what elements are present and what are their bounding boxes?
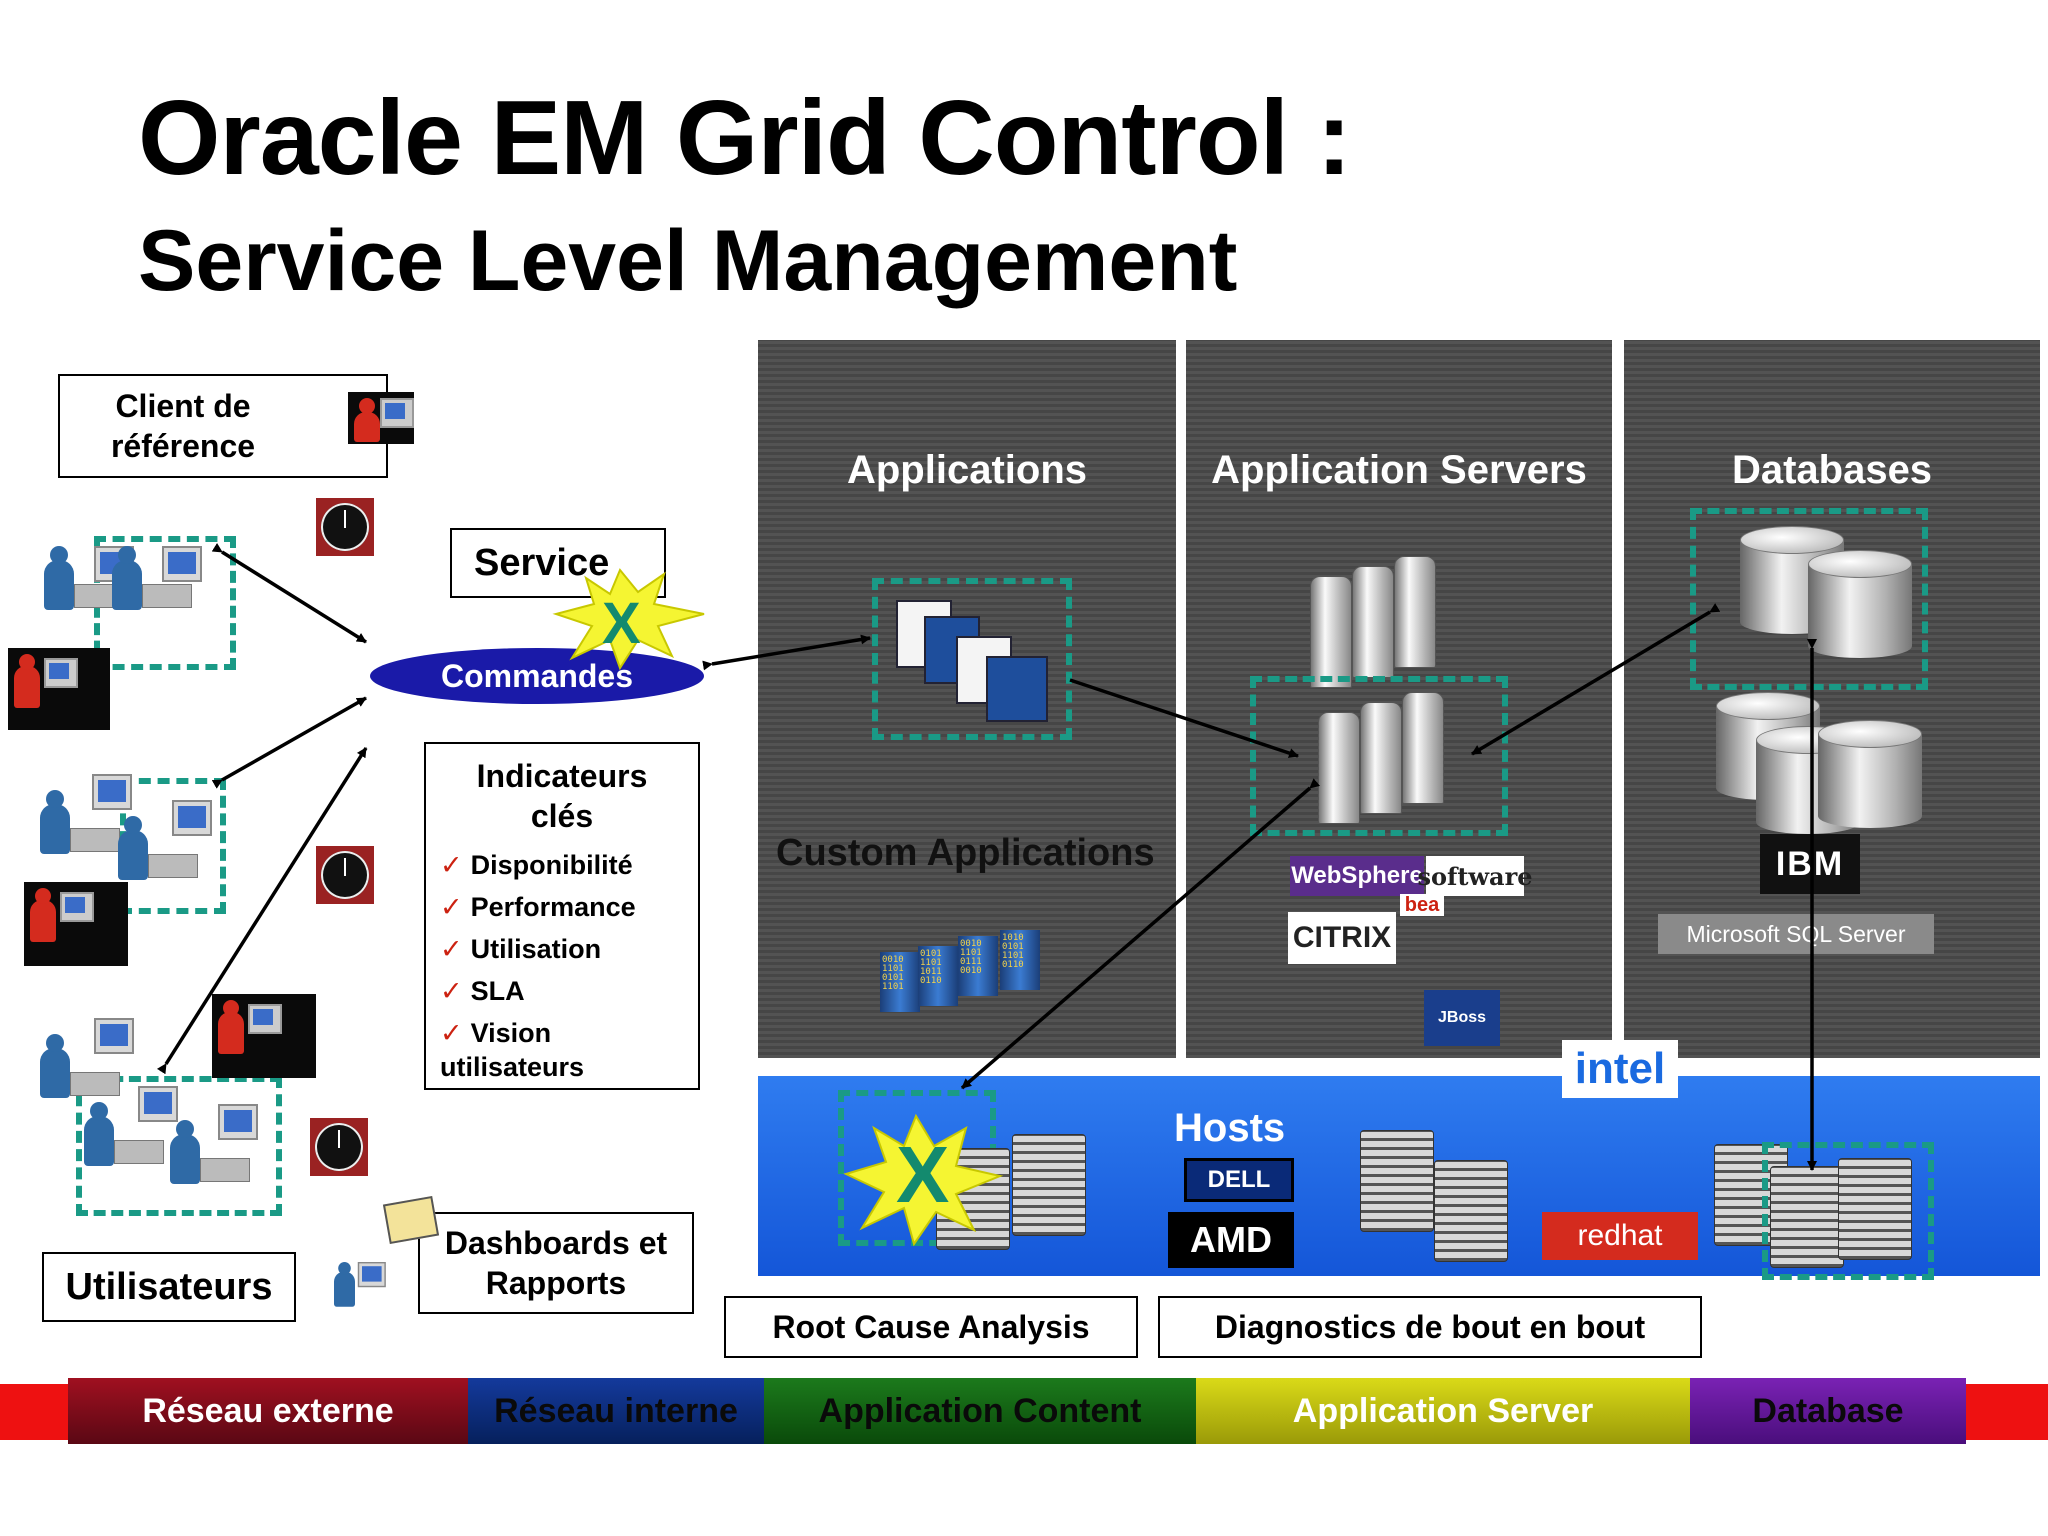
user-computer-icon: [84, 1086, 194, 1196]
arrow-connector: [960, 778, 1321, 1090]
binary-code-icon: 0010 1101 0101 1101: [880, 952, 920, 1012]
hosts-dashed-group-right: [1762, 1142, 1934, 1280]
kpi-item: ✓Performance: [440, 892, 636, 922]
user-computer-icon: [112, 546, 202, 616]
page-title: Oracle EM Grid Control :: [138, 79, 1352, 197]
software-logo: software: [1417, 856, 1533, 896]
kpi-item: ✓SLA: [440, 976, 525, 1006]
user-computer-icon: [40, 1018, 150, 1128]
rack-server-icon: [1012, 1134, 1086, 1236]
commandes-service-pill: Commandes: [370, 648, 704, 704]
report-document-icon: [986, 656, 1048, 722]
bar-segment-application-content: Application Content: [764, 1378, 1196, 1444]
bar-segment-application-server: Application Server: [1196, 1378, 1690, 1444]
check-icon: ✓: [440, 934, 463, 964]
bea-logo: bea: [1400, 894, 1444, 916]
app-servers-dashed-group: [1250, 676, 1508, 836]
clock-icon: [310, 1118, 368, 1176]
jboss-logo: JBoss: [1424, 990, 1500, 1046]
redhat-logo: redhat: [1542, 1212, 1698, 1260]
page-subtitle: Service Level Management: [138, 213, 1238, 309]
hosts-title: Hosts: [1174, 1106, 1286, 1150]
user-computer-icon: [40, 774, 140, 874]
arrow-connector: [156, 747, 368, 1075]
check-icon: ✓: [440, 976, 463, 1006]
server-tower-icon: [1318, 712, 1360, 824]
kpi-item: ✓Utilisation: [440, 934, 602, 964]
applications-title: Applications: [846, 448, 1088, 492]
dashboards-box: Dashboards et Rapports: [418, 1212, 694, 1314]
server-tower-icon: [1310, 576, 1352, 688]
failure-x-marker: X: [896, 1130, 950, 1219]
check-icon: ✓: [440, 850, 463, 880]
server-tower-icon: [1394, 556, 1436, 668]
kpi-item: ✓Vision utilisateurs: [440, 1018, 585, 1082]
diagnostics-box: Diagnostics de bout en bout: [1158, 1296, 1702, 1358]
kpi-title: Indicateurs clés: [476, 758, 648, 834]
monitored-user-icon: [24, 882, 128, 966]
failure-burst-icon: [843, 1113, 1004, 1247]
bar-segment-external-network: Réseau externe: [68, 1378, 468, 1444]
arrow-connector: [702, 634, 871, 671]
database-cylinder-icon: [1808, 550, 1912, 670]
reference-client-box: Client de référence: [58, 374, 388, 478]
user-group-dashed: [76, 1076, 282, 1216]
user-computer-icon: [334, 1262, 386, 1307]
app-servers-title: Application Servers: [1211, 448, 1587, 492]
arrow-connector: [211, 696, 367, 789]
root-cause-analysis-box: Root Cause Analysis: [724, 1296, 1138, 1358]
arrow-connector: [1471, 603, 1721, 756]
arrow-connector: [1069, 678, 1299, 758]
reference-client-icon: [348, 392, 414, 444]
server-tower-icon: [1360, 702, 1402, 814]
rack-server-icon: [1360, 1130, 1434, 1232]
user-computer-icon: [170, 1104, 280, 1204]
binary-code-icon: 0101 1101 1011 0110: [918, 946, 958, 1006]
commandes-label: Commandes: [440, 657, 634, 694]
rack-server-icon: [1838, 1158, 1912, 1260]
arrow-connector: [211, 542, 367, 644]
check-icon: ✓: [440, 1018, 463, 1048]
database-cylinder-icon: [1818, 720, 1922, 840]
check-icon: ✓: [440, 892, 463, 922]
dell-logo: DELL: [1184, 1158, 1294, 1202]
applications-dashed-group: [872, 578, 1072, 740]
databases-title: Databases: [1731, 448, 1933, 492]
server-tower-icon: [1352, 566, 1394, 678]
kpi-list: ✓Disponibilité ✓Performance ✓Utilisation…: [440, 844, 684, 1084]
bar-segment-database: Database: [1690, 1378, 1966, 1444]
failure-burst-icon: [552, 568, 705, 671]
mssql-logo: Microsoft SQL Server: [1658, 914, 1934, 954]
failure-x-marker: X: [602, 591, 641, 656]
users-box: Utilisateurs: [42, 1252, 296, 1322]
kpi-box: Indicateurs clés ✓Disponibilité ✓Perform…: [424, 742, 700, 1090]
bar-segment-internal-network: Réseau interne: [468, 1378, 764, 1444]
server-tower-icon: [1402, 692, 1444, 804]
kpi-item: ✓Disponibilité: [440, 850, 633, 880]
rack-server-icon: [1434, 1160, 1508, 1262]
monitored-user-icon: [8, 648, 110, 730]
amd-logo: AMD: [1168, 1212, 1294, 1268]
intel-logo: intel: [1562, 1040, 1678, 1098]
